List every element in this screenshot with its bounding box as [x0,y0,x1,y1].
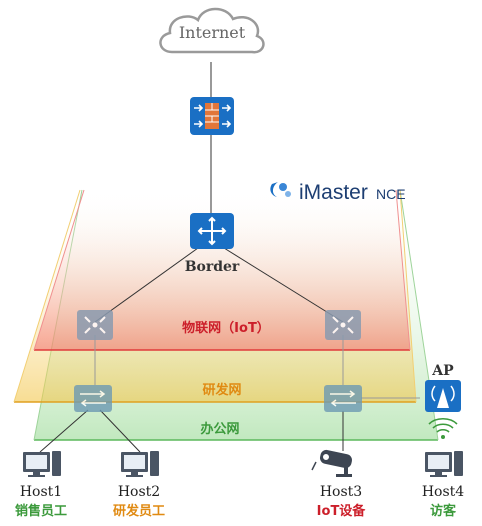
link-border-core2 [223,247,344,323]
link-access1-host2 [99,409,141,453]
link-access1-host1 [39,409,89,453]
host2-role: 研发员工 [113,503,165,519]
border-label: Border [185,259,240,275]
host1-name: Host1 [20,484,62,500]
links [39,62,420,453]
host4-computer-icon [425,451,463,477]
host4-role: 访客 [430,503,457,519]
host4-name: Host4 [422,484,464,500]
plane-rnd-label: 研发网 [202,382,241,398]
imaster-logo-icon [270,182,291,197]
plane-iot [33,189,411,351]
ap-label: AP [431,363,454,379]
border-router-icon [190,213,234,249]
core-switch-2-icon [325,310,361,340]
plane-iot-label: 物联网（IoT） [182,320,270,336]
host3-role: IoT设备 [317,503,367,519]
host1-role: 销售员工 [15,503,67,519]
brand-name: iMaster [299,181,368,204]
link-border-core1 [94,247,199,323]
wifi-signal-icon [428,417,458,439]
core-switch-1-icon [77,310,113,340]
host2-name: Host2 [118,484,160,500]
host2-computer-icon [121,451,159,477]
access-switch-2-icon [324,385,362,412]
firewall-icon [190,97,234,135]
host3-camera-icon [311,449,352,477]
cloud-icon [159,7,265,54]
host1-computer-icon [23,451,61,477]
access-switch-1-icon [74,385,112,412]
brand-suffix: NCE [376,186,406,202]
host3-name: Host3 [320,484,362,500]
internet-label: Internet [179,23,246,42]
plane-office-label: 办公网 [200,421,239,437]
access-point-icon [425,380,461,412]
